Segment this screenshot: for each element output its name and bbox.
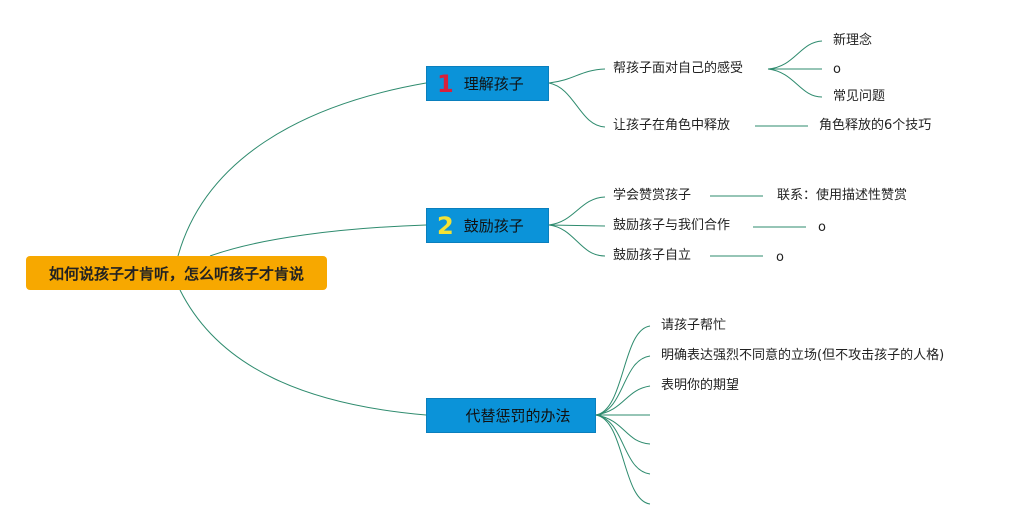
number-two-icon: 2 — [437, 211, 454, 240]
subtopic-face-feelings[interactable]: 帮孩子面对自己的感受 — [613, 61, 744, 76]
connector-b3-c2 — [595, 355, 651, 416]
connector-b1-c2 — [548, 82, 606, 128]
branch-encourage-child[interactable]: 2 鼓励孩子 — [426, 208, 549, 243]
leaf-placeholder[interactable]: o — [818, 220, 826, 235]
leaf-placeholder[interactable]: o — [833, 62, 841, 77]
connector-root-b3 — [179, 289, 427, 416]
connector-c1-g3 — [767, 68, 823, 98]
branch-label: 理解孩子 — [463, 75, 524, 93]
connector-b3-c1 — [595, 325, 651, 416]
leaf-descriptive-praise[interactable]: 联系：使用描述性赞赏 — [777, 188, 908, 203]
branch-alternatives-to-punishment[interactable]: 代替惩罚的办法 — [426, 398, 596, 433]
branch-label: 代替惩罚的办法 — [465, 407, 571, 425]
connector-b3-c6 — [595, 414, 651, 475]
connector-b3-c7 — [595, 414, 651, 505]
number-one-icon: 1 — [437, 69, 454, 98]
subtopic-state-disagreement[interactable]: 明确表达强烈不同意的立场(但不攻击孩子的人格) — [661, 348, 945, 363]
connector-b3-c3 — [595, 385, 651, 416]
leaf-placeholder[interactable]: o — [776, 250, 784, 265]
connector-root-b1 — [177, 82, 427, 257]
connector-b3-c5 — [595, 414, 651, 445]
connector-b2-c1 — [548, 196, 606, 226]
leaf-common-questions[interactable]: 常见问题 — [833, 89, 886, 104]
subtopic-independence[interactable]: 鼓励孩子自立 — [613, 248, 692, 263]
branch-label: 鼓励孩子 — [463, 217, 524, 235]
branch-understand-child[interactable]: 1 理解孩子 — [426, 66, 549, 101]
connector-b1-c1 — [548, 68, 606, 84]
subtopic-state-expectations[interactable]: 表明你的期望 — [661, 378, 740, 393]
connector-root-b2 — [209, 224, 427, 257]
connector-b2-c3 — [548, 224, 606, 257]
subtopic-ask-help[interactable]: 请孩子帮忙 — [661, 318, 727, 333]
root-topic-label: 如何说孩子才肯听，怎么听孩子才肯说 — [48, 264, 304, 283]
connector-c1-g1 — [767, 40, 823, 70]
leaf-new-concept[interactable]: 新理念 — [833, 33, 873, 48]
root-topic[interactable]: 如何说孩子才肯听，怎么听孩子才肯说 — [26, 256, 327, 290]
leaf-role-release-techniques[interactable]: 角色释放的6个技巧 — [819, 118, 932, 133]
subtopic-role-release[interactable]: 让孩子在角色中释放 — [613, 118, 731, 133]
subtopic-cooperation[interactable]: 鼓励孩子与我们合作 — [613, 218, 731, 233]
connector-b2-c2 — [548, 224, 606, 227]
subtopic-praise-child[interactable]: 学会赞赏孩子 — [613, 188, 692, 203]
